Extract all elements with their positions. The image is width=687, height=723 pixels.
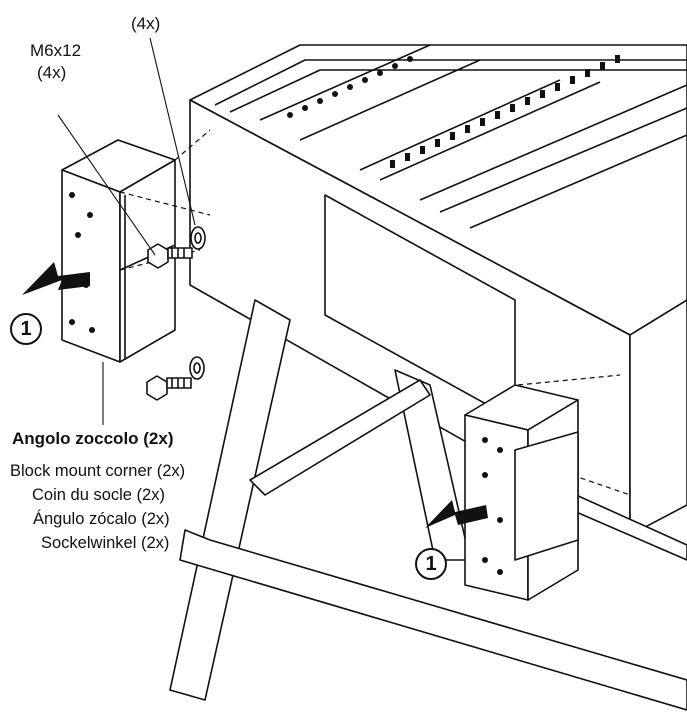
stand-frame (169, 299, 687, 711)
corner-block-right (464, 384, 579, 601)
washer-quantity-label: (4x) (131, 14, 161, 33)
corner-block-right-holes (482, 437, 503, 575)
machine-body (189, 44, 687, 536)
washer-icon (189, 356, 205, 380)
part-name-french: Coin du socle (2x) (32, 486, 165, 504)
assembly-guide-lines (119, 129, 631, 496)
part-name-spanish: Ángulo zócalo (2x) (33, 510, 170, 528)
part-name-english: Block mount corner (2x) (10, 462, 186, 480)
part-name-german: Sockelwinkel (2x) (41, 534, 170, 552)
hex-bolt-icon (146, 375, 192, 401)
step-number-badge: 1 (415, 548, 447, 580)
hex-bolt-icon (147, 243, 193, 269)
step-number-badge: 1 (10, 313, 42, 345)
corner-block-left-holes (69, 192, 95, 333)
leader-lines (57, 37, 196, 425)
screw-quantity-label: (4x) (37, 63, 67, 82)
part-name-italian: Angolo zoccolo (2x) (12, 429, 174, 448)
rail-slots (287, 55, 620, 168)
push-arrow-icon (22, 262, 90, 295)
washer-icon (190, 226, 206, 250)
screw-size-label: M6x12 (30, 41, 82, 60)
push-arrow-icon (425, 500, 488, 528)
